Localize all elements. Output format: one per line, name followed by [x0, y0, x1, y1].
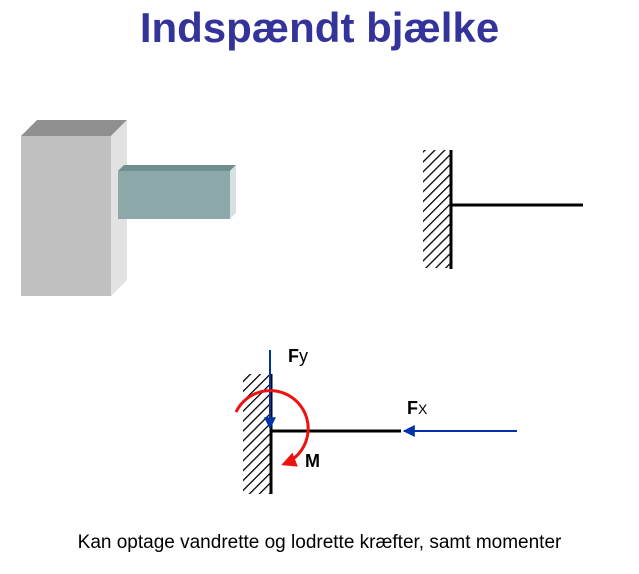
beam-side-face — [230, 165, 236, 219]
fx-label: FX — [407, 398, 428, 418]
support-hatch — [423, 150, 451, 268]
moment-arrow — [234, 389, 310, 467]
page-title: Indspændt bjælke — [139, 4, 500, 51]
free-body-diagram: Fy FX M — [234, 346, 517, 494]
moment-label: M — [305, 451, 320, 471]
fixed-support-symbol — [423, 150, 583, 269]
beam-3d — [118, 165, 236, 219]
wall-block-3d — [21, 120, 127, 296]
fx-label-main: F — [407, 398, 418, 418]
wall-block-front-face — [21, 136, 111, 296]
fy-label: Fy — [288, 346, 308, 366]
fx-label-sub: X — [418, 401, 428, 417]
fy-label-main: F — [288, 346, 299, 366]
wall-block-top-face — [21, 120, 127, 136]
beam-top-face — [118, 165, 236, 171]
caption: Kan optage vandrette og lodrette kræfter… — [77, 532, 562, 553]
beam-front-face — [118, 171, 230, 219]
fy-label-sub: y — [299, 346, 308, 366]
